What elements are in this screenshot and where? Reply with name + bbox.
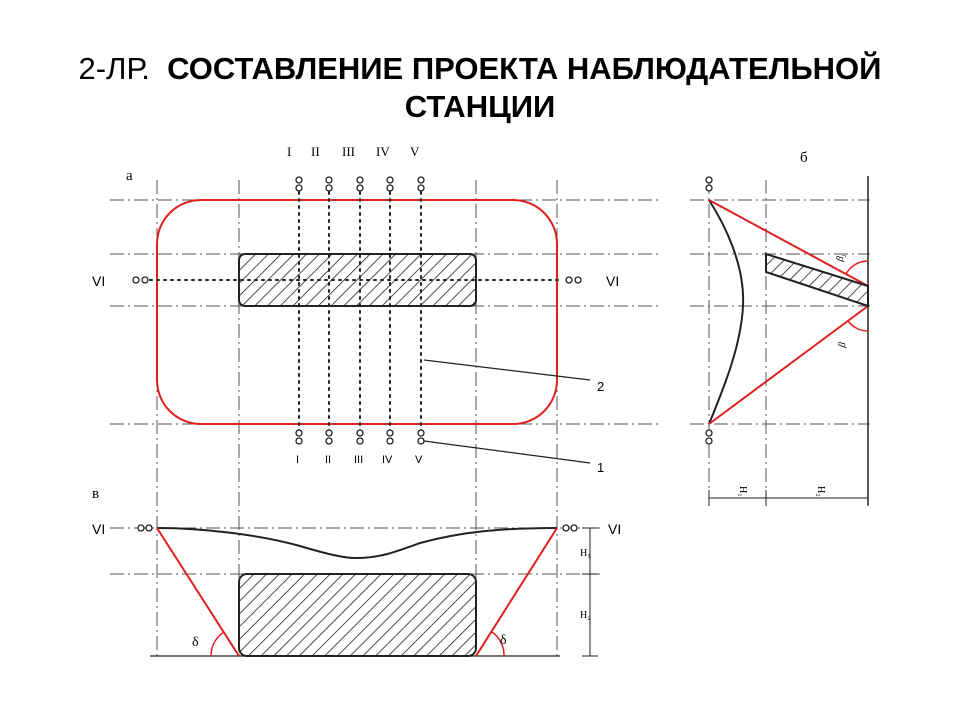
reference-benchmarks (132, 176, 582, 445)
title-main: СОСТАВЛЕНИЕ ПРОЕКТА НАБЛЮДАТЕЛЬНОЙ СТАНЦ… (167, 51, 882, 124)
cross-line-label-left: VI (92, 273, 105, 289)
line-label-bottom-3: III (354, 454, 363, 466)
callout-2-label: 2 (597, 379, 604, 394)
line-label-top-1: I (287, 144, 291, 159)
dim-h2-cross: H₂ (580, 610, 591, 621)
boundary-angle-lines-section (708, 199, 869, 425)
line-label-bottom-5: V (415, 454, 423, 466)
line-label-top-4: IV (376, 144, 390, 159)
seam-section (765, 252, 869, 308)
dimension-lines-section (708, 490, 869, 506)
line-label-bottom-2: II (325, 454, 331, 466)
slide-title: 2-ЛР. СОСТАВЛЕНИЕ ПРОЕКТА НАБЛЮДАТЕЛЬНОЙ… (40, 50, 920, 126)
line-label-bottom-4: IV (382, 454, 393, 466)
subsidence-trough (156, 527, 558, 560)
view-a: а I II III (92, 144, 619, 475)
view-b: б β₁ β H₁ H₂ (705, 150, 869, 506)
view-v: в VI VI δ δ H (92, 486, 621, 657)
section-benchmarks (705, 176, 713, 445)
subsidence-boundary-plan (156, 199, 558, 425)
dimension-lines-cross (582, 527, 598, 657)
angle-delta-right: δ (500, 633, 507, 648)
angle-beta-label: β (836, 340, 848, 349)
callout-1-label: 1 (597, 460, 604, 475)
title-prefix: 2-ЛР. (78, 51, 150, 86)
cross-line-label-right-v: VI (608, 521, 621, 537)
angle-arcs-cross (210, 631, 505, 657)
view-b-label: б (800, 150, 808, 166)
construction-axes (110, 180, 870, 660)
angle-delta-left: δ (192, 635, 199, 650)
profile-lines (149, 191, 563, 433)
angle-beta1-label: β₁ (834, 251, 847, 263)
line-label-top-3: III (342, 144, 355, 159)
callout-leaders (423, 359, 591, 464)
dim-h1-section: H₁ (737, 486, 748, 497)
view-a-label: а (126, 168, 133, 184)
line-label-bottom-1: I (296, 454, 299, 466)
cross-line-label-left-v: VI (92, 521, 105, 537)
subsidence-curve-section (708, 199, 745, 425)
excavation-plan (238, 253, 477, 307)
excavation-cross-section (238, 573, 477, 657)
cross-benchmarks (137, 524, 578, 532)
dim-h1-cross: H₁ (580, 548, 591, 559)
line-label-top-5: V (410, 144, 420, 159)
boundary-angle-lines-cross (156, 527, 558, 657)
line-label-top-2: II (311, 144, 320, 159)
cross-line-label-right: VI (606, 273, 619, 289)
dim-h2-section: H₂ (815, 486, 826, 497)
angle-arcs-section (845, 260, 869, 332)
view-v-label: в (92, 486, 99, 502)
